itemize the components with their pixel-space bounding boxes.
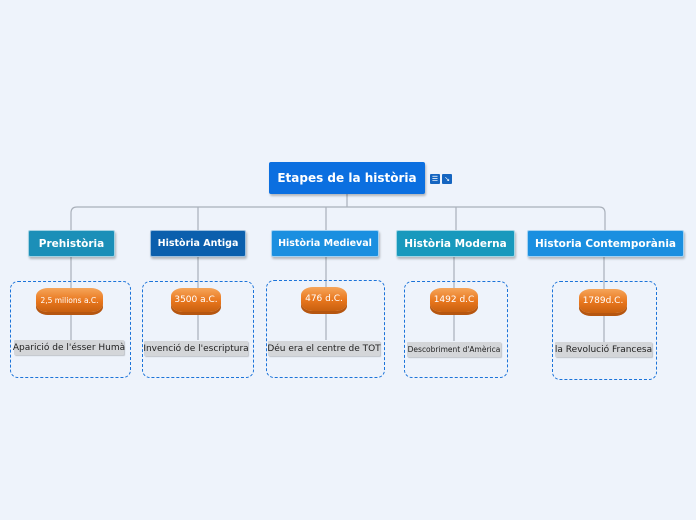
event-label-box[interactable]: Invenció de l'escriptura [143,341,249,356]
date-bubble[interactable]: 1492 d.C [430,288,478,312]
branch-label: Historia Contemporània [534,237,677,250]
event-label: Invenció de l'escriptura [143,343,249,354]
event-label-box[interactable]: la Revolució Francesa [555,342,652,357]
branch-group-box [266,280,385,378]
event-label-box[interactable]: Descobriment d'Amèrica [407,342,501,357]
date-bubble[interactable]: 3500 a.C. [171,288,221,312]
branch-group-box [10,281,131,378]
event-label-box[interactable]: Aparició de l'ésser Humà [12,340,126,355]
root-topic[interactable]: Etapes de la història [269,162,425,194]
branch-label: Història Medieval [278,238,372,249]
branch-group-box [142,281,254,378]
notes-icon[interactable]: ☰ [430,174,440,184]
branch-label: Prehistòria [38,237,105,250]
root-icons: ☰ ↘ [430,174,452,184]
root-title: Etapes de la història [277,171,417,185]
date-label: 1492 d.C [433,295,475,305]
date-label: 2,5 milions a.C. [40,295,99,305]
date-label: 476 d.C. [305,294,343,304]
date-label: 1789d.C. [582,296,624,306]
branch-label: Història Antiga [157,238,239,249]
link-icon[interactable]: ↘ [442,174,452,184]
branch-topic-prehistoria[interactable]: Prehistòria [28,230,115,257]
date-bubble[interactable]: 476 d.C. [301,287,347,311]
event-label: Descobriment d'Amèrica [407,345,501,354]
branch-topic-historia-moderna[interactable]: Història Moderna [396,230,515,257]
branch-topic-historia-medieval[interactable]: Història Medieval [271,230,379,257]
branch-group-box [552,281,657,380]
event-label: Aparició de l'ésser Humà [12,342,126,353]
branch-group-box [404,281,508,378]
date-label: 3500 a.C. [174,295,218,305]
event-label: Déu era el centre de TOT [267,343,381,354]
branch-topic-historia-antiga[interactable]: Història Antiga [150,230,246,257]
date-bubble[interactable]: 2,5 milions a.C. [36,288,103,312]
date-bubble[interactable]: 1789d.C. [579,289,627,313]
branch-topic-historia-contemporania[interactable]: Historia Contemporània [527,230,684,257]
event-label: la Revolució Francesa [554,344,653,355]
branch-label: Història Moderna [404,237,507,250]
event-label-box[interactable]: Déu era el centre de TOT [267,341,381,356]
